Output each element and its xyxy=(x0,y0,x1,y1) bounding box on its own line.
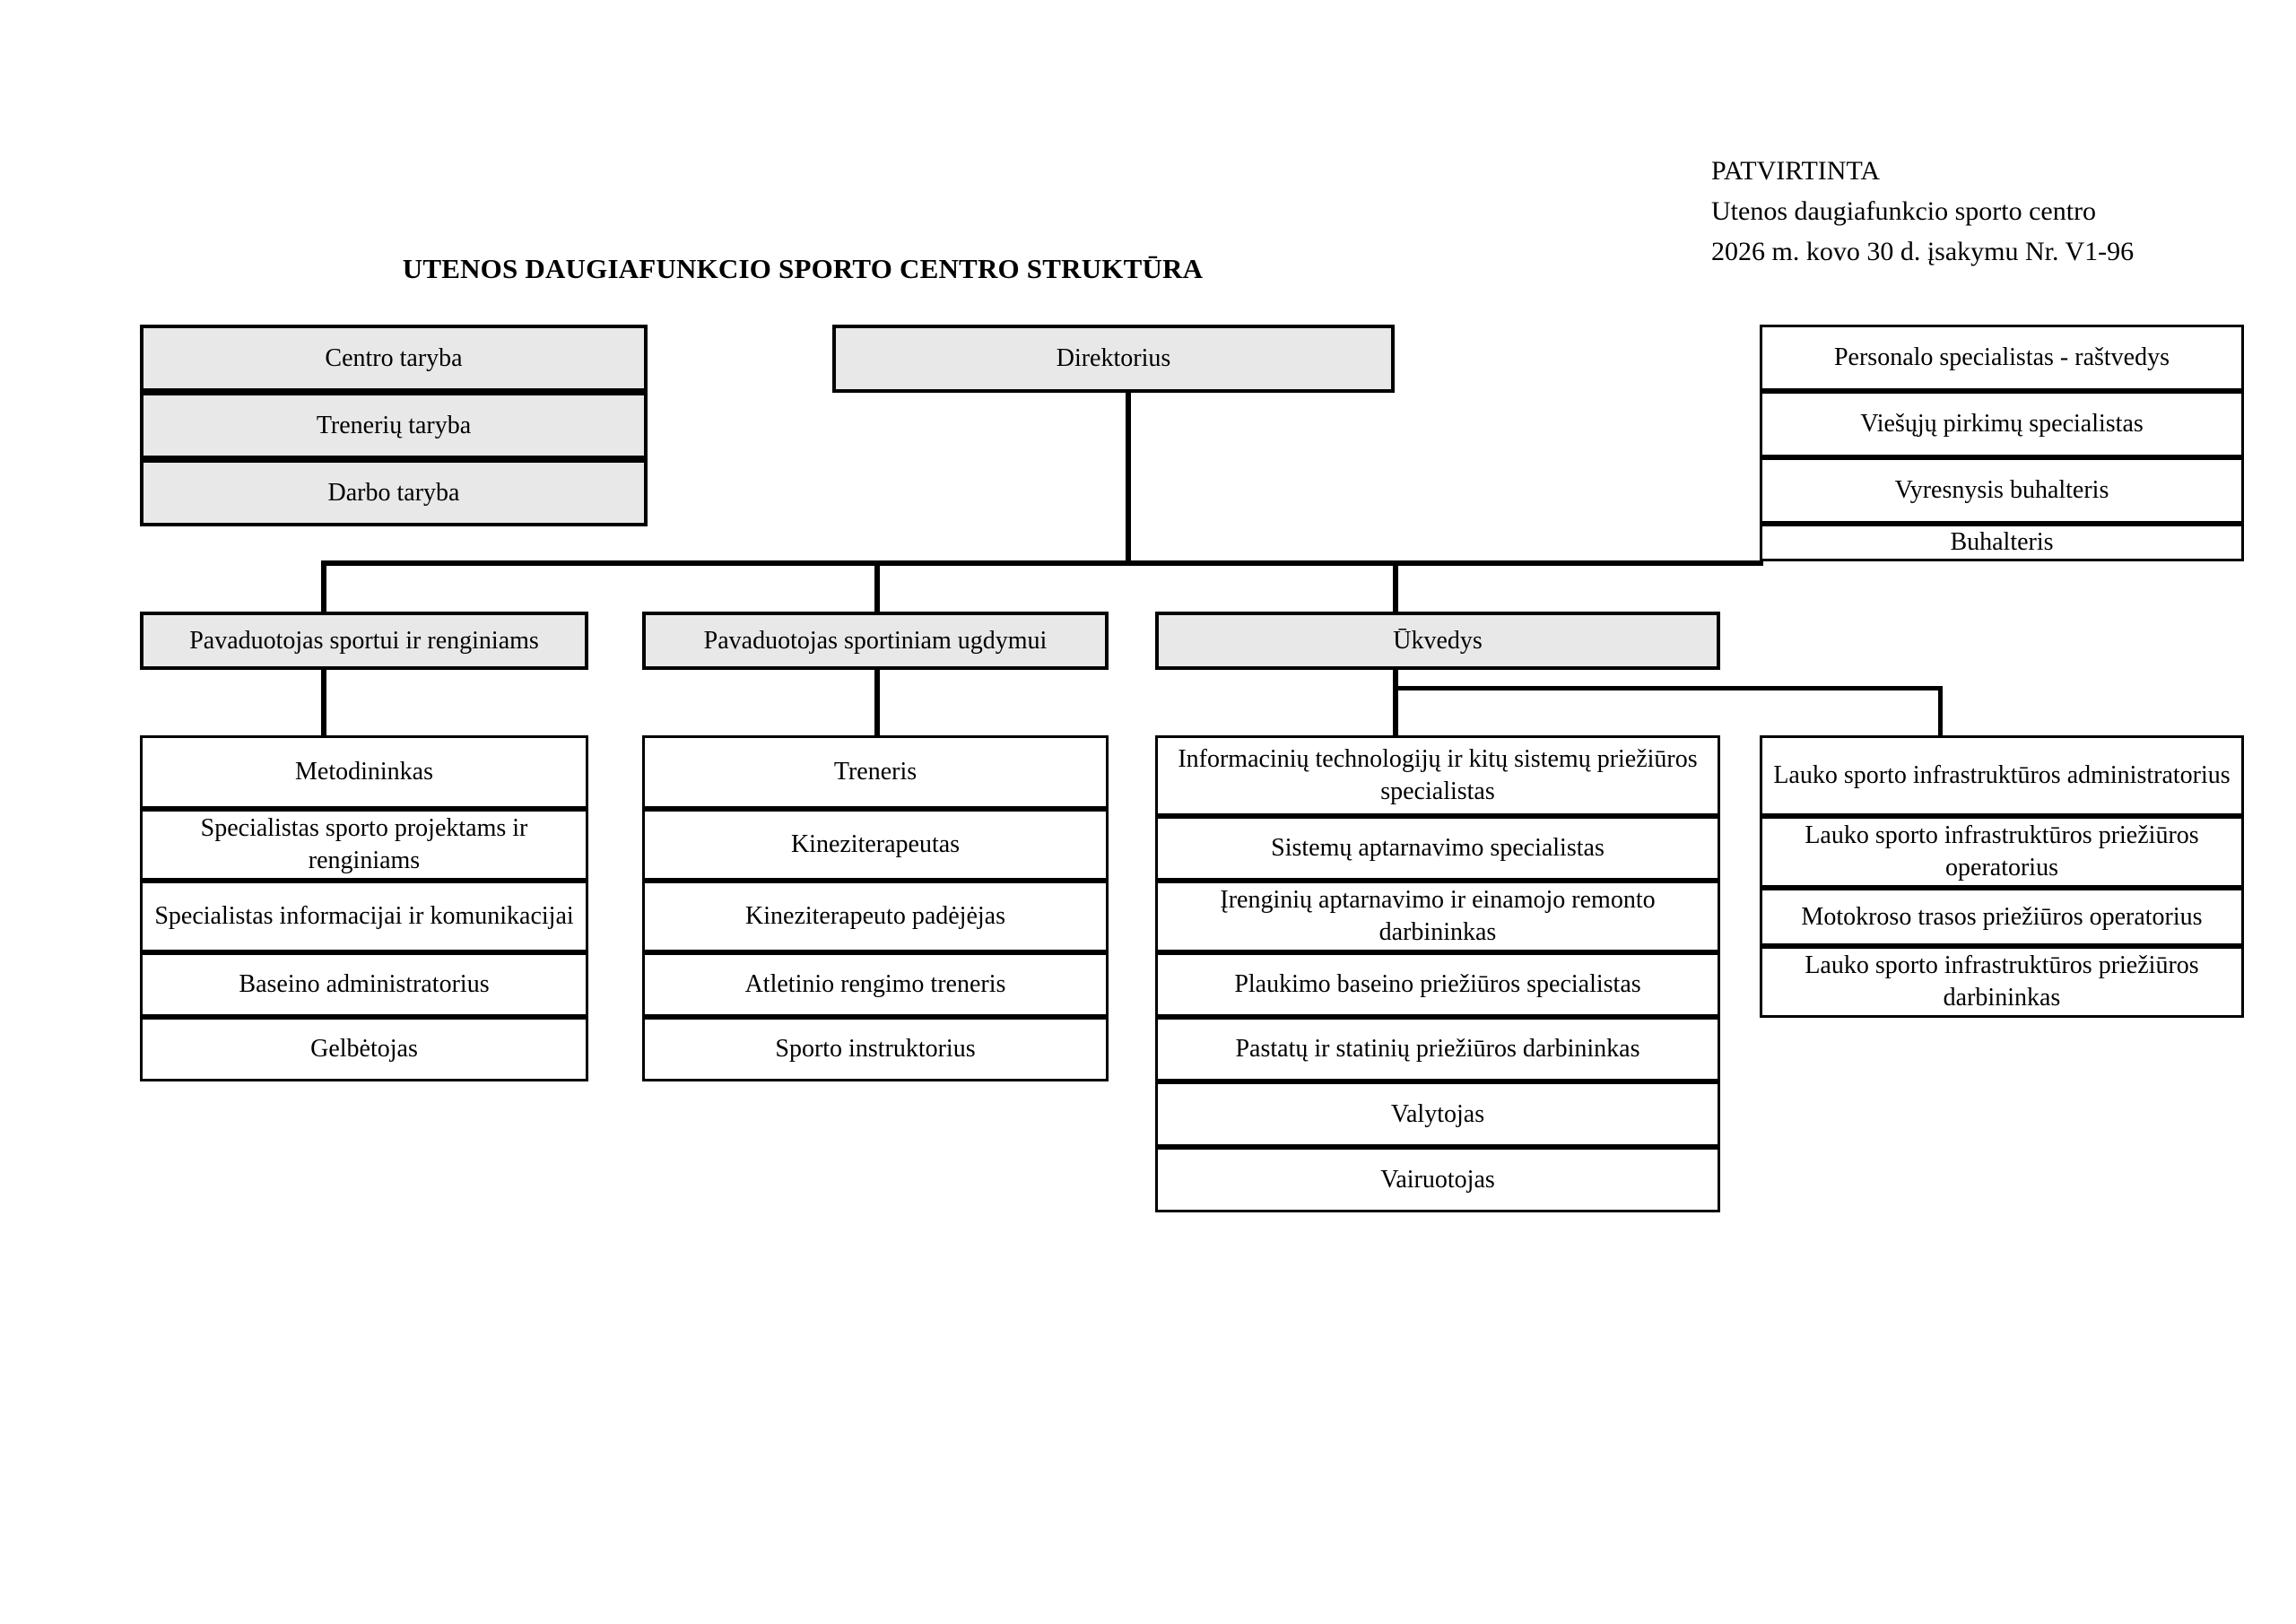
node-label: Vairuotojas xyxy=(1380,1165,1495,1194)
node-label: Plaukimo baseino priežiūros specialistas xyxy=(1234,970,1641,998)
node-pavaduotojas-sportui-ir-renginiams[interactable]: Pavaduotojas sportui ir renginiams xyxy=(140,612,588,670)
node-label: Treneris xyxy=(833,758,918,786)
node-label: Pastatų ir statinių priežiūros darbinink… xyxy=(1235,1035,1640,1063)
node-sporto-instruktorius[interactable]: Sporto instruktorius xyxy=(642,1017,1109,1081)
node-label: Vyresnysis buhalteris xyxy=(1894,476,2109,504)
node-label: Pavaduotojas sportui ir renginiams xyxy=(189,626,539,655)
node-viesuju-pirkimu-specialistas[interactable]: Viešųjų pirkimų specialistas xyxy=(1760,391,2244,457)
node-vairuotojas[interactable]: Vairuotojas xyxy=(1155,1147,1720,1212)
node-label: Buhalteris xyxy=(1950,528,2054,556)
node-label: Informacinių technologijų ir kitų sistem… xyxy=(1178,745,1698,805)
node-label: Lauko sporto infrastruktūros administrat… xyxy=(1773,761,2231,789)
node-label: Kineziterapeuto padėjėjas xyxy=(745,902,1005,930)
node-motokroso-trasos-operatorius[interactable]: Motokroso trasos priežiūros operatorius xyxy=(1760,888,2244,946)
node-label: Valytojas xyxy=(1390,1099,1485,1128)
node-label: Atletinio rengimo treneris xyxy=(744,970,1006,998)
approval-line-3: 2026 m. kovo 30 d. įsakymu Nr. V1-96 xyxy=(1711,237,2135,266)
node-label: Lauko sporto infrastruktūros priežiūros … xyxy=(1805,821,2199,881)
node-label: Motokroso trasos priežiūros operatorius xyxy=(1801,902,2203,931)
node-pastatu-prieziuros-darbininkas[interactable]: Pastatų ir statinių priežiūros darbinink… xyxy=(1155,1017,1720,1081)
node-vyresnysis-buhalteris[interactable]: Vyresnysis buhalteris xyxy=(1760,457,2244,524)
node-valytojas[interactable]: Valytojas xyxy=(1155,1081,1720,1147)
node-lauko-sporto-prieziuros-darbininkas[interactable]: Lauko sporto infrastruktūros priežiūros … xyxy=(1760,946,2244,1018)
node-label: Pavaduotojas sportiniam ugdymui xyxy=(703,626,1048,655)
node-it-prieziuros-specialistas[interactable]: Informacinių technologijų ir kitų sistem… xyxy=(1155,735,1720,816)
node-treneris[interactable]: Treneris xyxy=(642,735,1109,809)
node-label: Centro taryba xyxy=(325,343,463,372)
node-sistemu-aptarnavimo-specialistas[interactable]: Sistemų aptarnavimo specialistas xyxy=(1155,816,1720,881)
node-irenginiu-aptarnavimo-darbininkas[interactable]: Įrenginių aptarnavimo ir einamojo remont… xyxy=(1155,881,1720,952)
node-lauko-sporto-administratorius[interactable]: Lauko sporto infrastruktūros administrat… xyxy=(1760,735,2244,816)
approval-block: PATVIRTINTA Utenos daugiafunkcio sporto … xyxy=(1711,151,2134,272)
node-label: Sporto instruktorius xyxy=(775,1035,976,1063)
connector-director-stem xyxy=(1126,393,1131,563)
connector-drop-deputy-3 xyxy=(1393,560,1398,612)
node-label: Trenerių taryba xyxy=(316,411,472,439)
node-direktorius[interactable]: Direktorius xyxy=(832,325,1395,393)
node-kineziterapeuto-padejejas[interactable]: Kineziterapeuto padėjėjas xyxy=(642,881,1109,952)
node-buhalteris[interactable]: Buhalteris xyxy=(1760,524,2244,561)
connector-main-bus xyxy=(321,560,1763,566)
node-metodininkas[interactable]: Metodininkas xyxy=(140,735,588,809)
connector-ukvedys-to-column3 xyxy=(1393,670,1398,735)
node-lauko-sporto-prieziuros-operatorius[interactable]: Lauko sporto infrastruktūros priežiūros … xyxy=(1760,816,2244,888)
node-specialistas-sporto-projektams[interactable]: Specialistas sporto projektams ir rengin… xyxy=(140,809,588,881)
node-label: Ūkvedys xyxy=(1393,626,1483,655)
node-label: Specialistas sporto projektams ir rengin… xyxy=(200,814,528,874)
node-atletinio-rengimo-treneris[interactable]: Atletinio rengimo treneris xyxy=(642,952,1109,1017)
approval-line-2: Utenos daugiafunkcio sporto centro xyxy=(1711,196,2097,226)
node-baseino-administratorius[interactable]: Baseino administratorius xyxy=(140,952,588,1017)
node-label: Kineziterapeutas xyxy=(790,830,961,858)
node-label: Specialistas informacijai ir komunikacij… xyxy=(154,902,574,930)
node-label: Darbo taryba xyxy=(327,478,460,507)
connector-drop-deputy-1 xyxy=(321,560,326,612)
node-label: Sistemų aptarnavimo specialistas xyxy=(1271,834,1605,862)
node-personalo-specialistas[interactable]: Personalo specialistas - raštvedys xyxy=(1760,325,2244,391)
node-label: Įrenginių aptarnavimo ir einamojo remont… xyxy=(1220,886,1656,946)
node-kineziterapeutas[interactable]: Kineziterapeutas xyxy=(642,809,1109,881)
chart-title: UTENOS DAUGIAFUNKCIO SPORTO CENTRO STRUK… xyxy=(402,253,1204,284)
node-ukvedys[interactable]: Ūkvedys xyxy=(1155,612,1720,670)
node-label: Direktorius xyxy=(1056,344,1171,372)
node-centro-taryba[interactable]: Centro taryba xyxy=(140,325,648,392)
node-label: Viešųjų pirkimų specialistas xyxy=(1860,410,2144,438)
node-pavaduotojas-sportiniam-ugdymui[interactable]: Pavaduotojas sportiniam ugdymui xyxy=(642,612,1109,670)
node-label: Metodininkas xyxy=(295,758,433,786)
connector-drop-column4 xyxy=(1938,686,1943,735)
node-specialistas-informacijai[interactable]: Specialistas informacijai ir komunikacij… xyxy=(140,881,588,952)
node-label: Gelbėtojas xyxy=(310,1035,418,1063)
node-darbo-taryba[interactable]: Darbo taryba xyxy=(140,459,648,526)
approval-line-1: PATVIRTINTA xyxy=(1711,156,1881,186)
node-label: Baseino administratorius xyxy=(239,970,490,998)
node-gelbetojas[interactable]: Gelbėtojas xyxy=(140,1017,588,1081)
connector-deputy2-to-column2 xyxy=(874,670,880,735)
node-treneriu-taryba[interactable]: Trenerių taryba xyxy=(140,392,648,459)
node-label: Personalo specialistas - raštvedys xyxy=(1833,343,2170,371)
node-plaukimo-baseino-prieziuros-specialistas[interactable]: Plaukimo baseino priežiūros specialistas xyxy=(1155,952,1720,1017)
node-label: Lauko sporto infrastruktūros priežiūros … xyxy=(1805,951,2199,1012)
connector-drop-deputy-2 xyxy=(874,560,880,612)
connector-ukvedys-branch-arm xyxy=(1393,686,1943,690)
connector-deputy1-to-column1 xyxy=(321,670,326,735)
